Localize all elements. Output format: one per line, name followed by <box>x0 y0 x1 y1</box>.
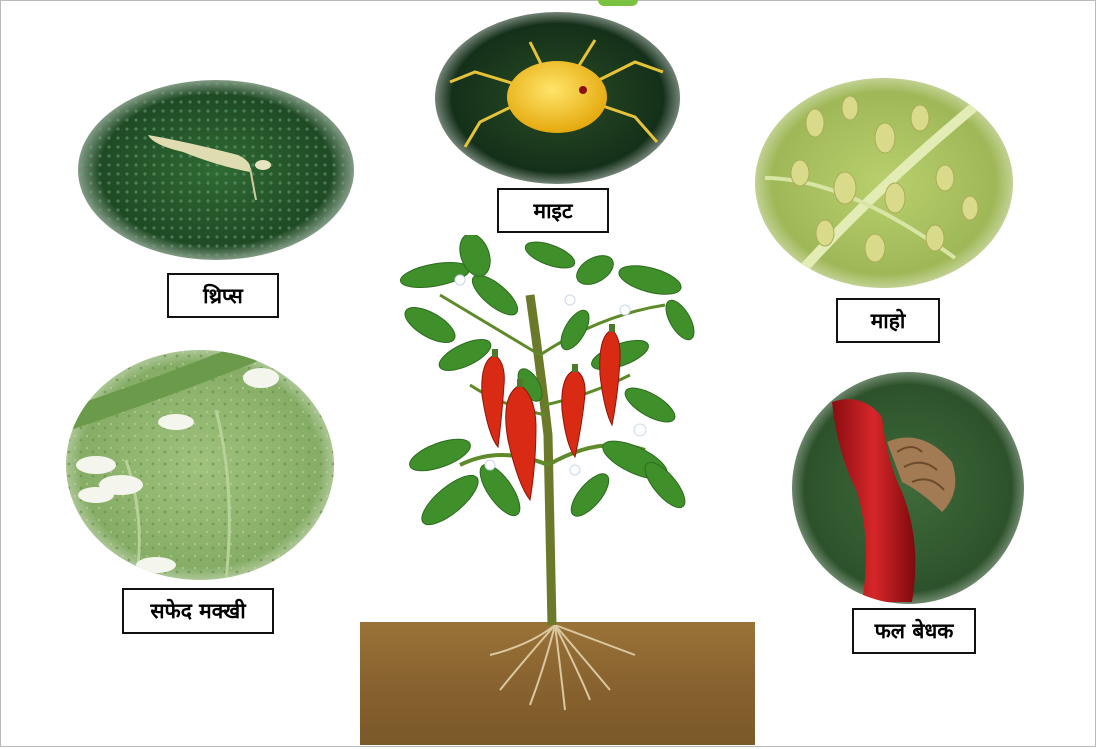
label-thrips: थ्रिप्स <box>167 273 279 318</box>
chili-plant-illustration <box>380 235 720 745</box>
label-fruit-borer: फल बेधक <box>852 608 976 654</box>
roots <box>490 625 635 710</box>
whitefly-photo <box>66 350 334 580</box>
fruit-borer-photo <box>792 372 1024 604</box>
top-accent-tab <box>598 0 638 6</box>
aphid-photo <box>755 78 1013 288</box>
label-aphid: माहो <box>836 298 940 343</box>
thrips-photo <box>78 80 354 260</box>
label-mite: माइट <box>497 188 609 233</box>
mite-photo <box>435 12 680 184</box>
label-whitefly: सफेद मक्खी <box>122 588 274 634</box>
